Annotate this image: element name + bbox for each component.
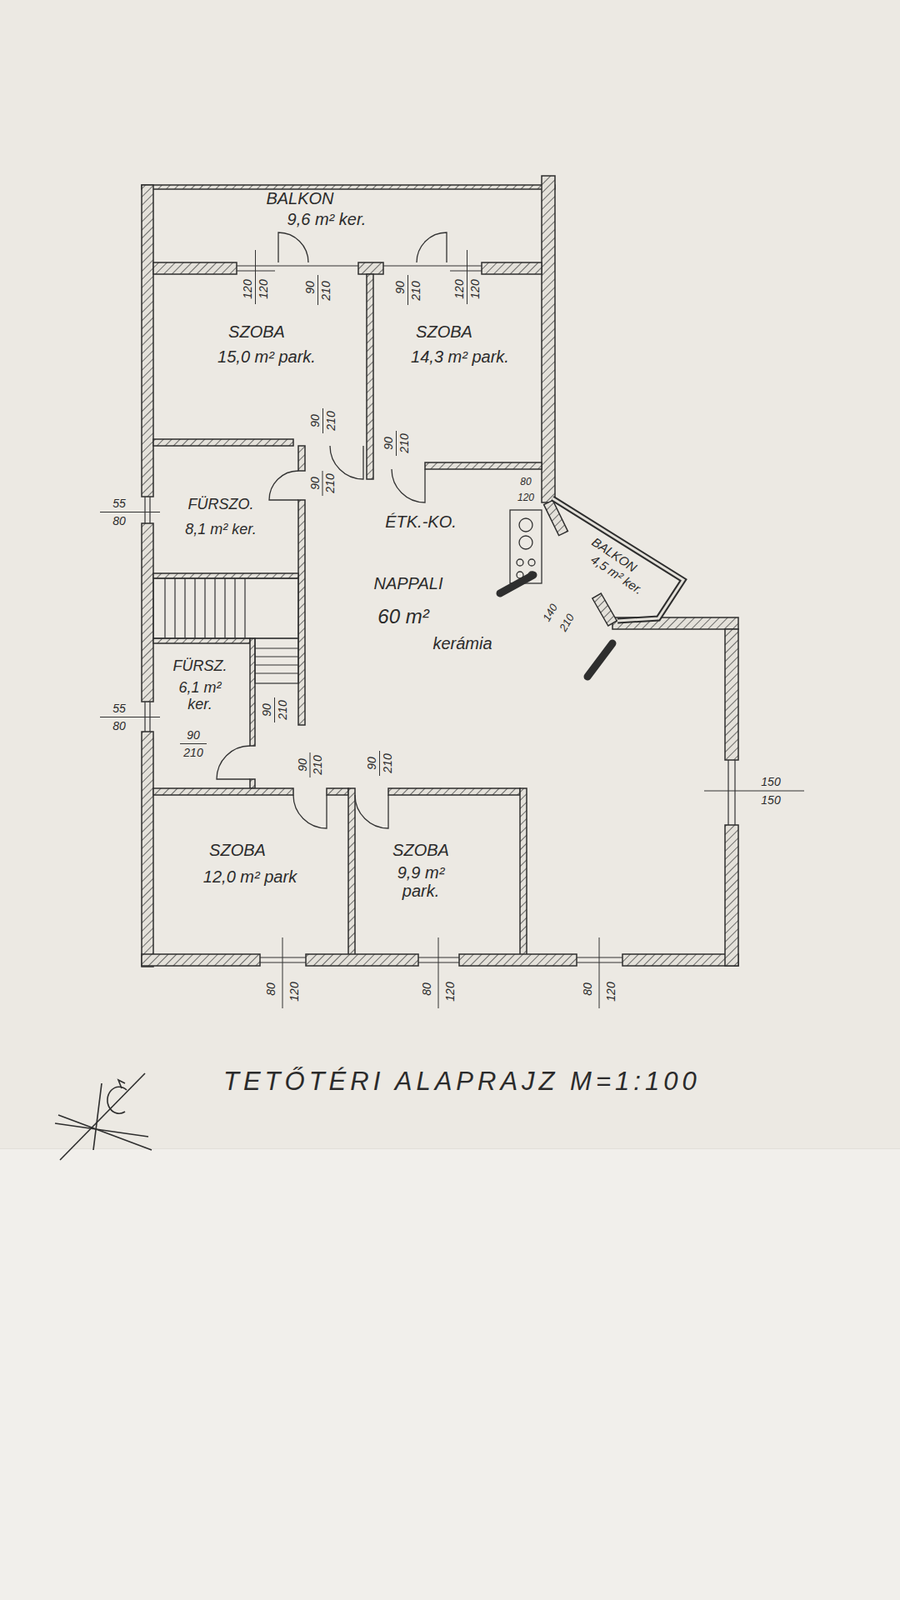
dimension-number: 210	[410, 280, 422, 301]
dimension-number: 90	[394, 280, 406, 295]
paper-band	[0, 1148, 900, 1600]
dimension-number: 80	[581, 981, 594, 997]
area-label: kerámia	[432, 634, 492, 653]
dimension-number: 210	[311, 754, 324, 775]
room-name: FÜRSZ.	[173, 658, 228, 675]
dimension-number: 120	[444, 980, 456, 1002]
dimension-number: 210	[556, 610, 576, 634]
dimension-number: 80	[265, 981, 277, 997]
area-label: 9,6 m² ker.	[287, 210, 367, 229]
dimension-number: 210	[325, 410, 337, 431]
window-glazing	[145, 265, 735, 963]
dimension-number: 90	[296, 757, 309, 773]
dimension-number: 210	[276, 699, 289, 720]
kitchen-counter	[510, 510, 542, 584]
dimension-number: 55	[111, 497, 127, 510]
area-label: 15,0 m² park.	[217, 347, 316, 366]
balcony-railing	[552, 498, 684, 621]
room-name: SZOBA	[228, 322, 285, 341]
room-name: NAPPALI	[374, 574, 444, 593]
dimension-number: 120	[257, 278, 270, 300]
dimension-number: 140	[540, 600, 560, 624]
dimension-number: 80	[519, 476, 532, 487]
dimension-number: 90	[304, 280, 316, 295]
plan-title: TETŐTÉRI ALAPRAJZ M=1:100	[223, 1066, 701, 1097]
dimension-number: 210	[398, 432, 410, 454]
dimension-number: 80	[111, 515, 127, 527]
dimension-number: 150	[760, 775, 781, 788]
dimension-number: 120	[288, 980, 300, 1002]
round-posts	[500, 575, 613, 677]
dimension-lines	[100, 250, 805, 1009]
room-name: FÜRSZO.	[188, 496, 255, 514]
dimension-number: 80	[111, 720, 127, 732]
area-label: 12,0 m² park	[203, 867, 297, 886]
dimension-number: 210	[381, 752, 394, 774]
dimension-number: 55	[111, 702, 127, 715]
dimension-number: 150	[760, 794, 781, 806]
dimension-number: 90	[260, 702, 273, 718]
north-sign	[55, 1073, 152, 1160]
area-label: 60 m²	[377, 605, 429, 628]
walls	[141, 175, 739, 967]
dimension-number: 210	[182, 746, 204, 759]
room-name: ÉTK.-KO.	[385, 512, 457, 531]
dimension-number: 90	[185, 729, 201, 741]
room-name: SZOBA	[415, 322, 473, 341]
dimension-number: 210	[324, 472, 336, 494]
room-name: BALKON	[265, 189, 334, 208]
dimension-number: 90	[309, 413, 321, 429]
area-label: 9,9 m² park.	[383, 863, 459, 900]
area-label: 6,1 m² ker.	[166, 680, 234, 714]
area-label: 14,3 m² park.	[410, 347, 510, 366]
dimension-number: 120	[605, 980, 617, 1002]
dimension-number: 90	[309, 475, 321, 491]
dimension-number: 120	[453, 278, 465, 300]
balcony-railing-inner	[552, 498, 684, 621]
dimension-number: 90	[365, 755, 378, 771]
dimension-number: 90	[382, 435, 395, 451]
stairs	[153, 578, 299, 684]
dimension-number: 120	[516, 492, 535, 503]
dimension-number: 120	[469, 278, 481, 300]
room-name: SZOBA	[392, 840, 450, 860]
dimension-number: 210	[320, 280, 332, 301]
room-name: SZOBA	[209, 840, 266, 860]
area-label: 8,1 m² ker.	[185, 521, 256, 539]
dimension-number: 120	[241, 278, 254, 300]
dimension-number: 80	[420, 981, 433, 997]
